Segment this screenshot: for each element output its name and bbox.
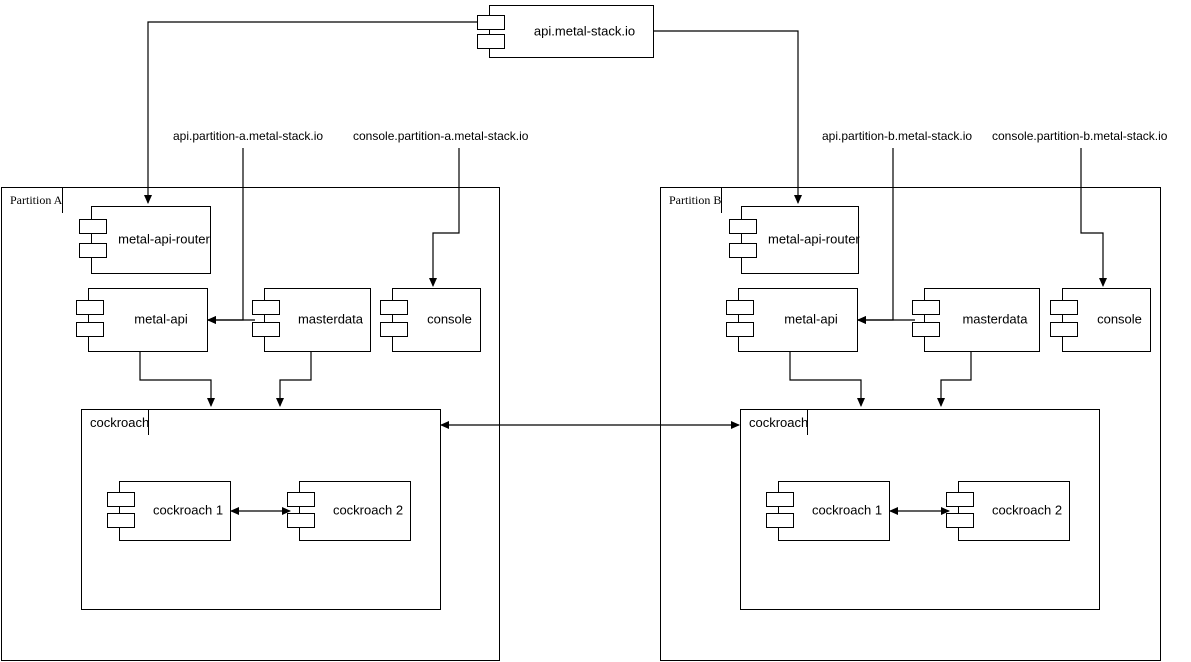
partition-a-label: Partition A	[10, 193, 63, 207]
component-label: metal-api	[784, 311, 838, 327]
wire-gateway-to-router-b	[654, 30, 802, 204]
cockroach-a-label: cockroach	[90, 415, 149, 430]
component-port-icon-bottom	[946, 513, 974, 529]
component-b-cockroach-2[interactable]: cockroach 2	[946, 481, 1070, 541]
component-label: metal-api-router	[768, 231, 860, 247]
component-port-icon-top	[912, 300, 940, 316]
endpoint-label-api-partition-b: api.partition-b.metal-stack.io	[820, 129, 975, 143]
component-port-icon-bottom	[1050, 322, 1078, 338]
component-port-icon-top	[726, 300, 754, 316]
endpoint-label-api-partition-a: api.partition-a.metal-stack.io	[171, 129, 326, 143]
component-a-cockroach-2[interactable]: cockroach 2	[287, 481, 411, 541]
component-port-icon-bottom	[912, 322, 940, 338]
component-port-icon-top	[107, 492, 135, 508]
component-label: metal-api-router	[118, 231, 210, 247]
component-port-icon-top	[380, 300, 408, 316]
cockroach-b-label: cockroach	[749, 415, 808, 430]
component-label: metal-api	[134, 311, 188, 327]
component-label: console	[427, 311, 472, 327]
endpoint-label-console-partition-a: console.partition-a.metal-stack.io	[351, 129, 531, 143]
partition-b-tab: Partition B	[660, 187, 722, 213]
component-port-icon-top	[76, 300, 104, 316]
component-label: masterdata	[297, 311, 364, 327]
component-a-masterdata[interactable]: masterdata	[252, 288, 371, 352]
component-port-icon-top	[252, 300, 280, 316]
component-api-gateway[interactable]: api.metal-stack.io	[477, 5, 654, 58]
cockroach-b-container: cockroach	[740, 409, 1100, 610]
component-label: console	[1097, 311, 1142, 327]
component-label: cockroach 2	[991, 502, 1063, 518]
component-b-metal-api[interactable]: metal-api	[726, 288, 858, 352]
component-port-icon-bottom	[76, 322, 104, 338]
component-port-icon-bottom	[380, 322, 408, 338]
cockroach-a-container: cockroach	[81, 409, 441, 610]
wire-gateway-to-router-a	[144, 21, 489, 204]
cockroach-b-tab: cockroach	[740, 409, 808, 435]
component-label: cockroach 2	[332, 502, 404, 518]
component-port-icon-bottom	[79, 242, 107, 258]
component-port-icon-top	[946, 492, 974, 508]
component-label: cockroach 1	[152, 502, 224, 518]
cockroach-a-tab: cockroach	[81, 409, 149, 435]
component-port-icon-bottom	[766, 513, 794, 529]
component-port-icon-top	[1050, 300, 1078, 316]
component-port-icon-top	[287, 492, 315, 508]
component-port-icon-top	[729, 218, 757, 234]
component-label: cockroach 1	[811, 502, 883, 518]
component-port-icon-bottom	[287, 513, 315, 529]
endpoint-label-console-partition-b: console.partition-b.metal-stack.io	[990, 129, 1170, 143]
component-port-icon-bottom	[252, 322, 280, 338]
component-label: api.metal-stack.io	[533, 23, 636, 39]
component-b-metal-api-router[interactable]: metal-api-router	[729, 206, 860, 274]
component-b-console[interactable]: console	[1050, 288, 1151, 352]
partition-a-tab: Partition A	[1, 187, 63, 213]
partition-b-label: Partition B	[669, 193, 722, 207]
component-a-console[interactable]: console	[380, 288, 481, 352]
component-port-icon-bottom	[107, 513, 135, 529]
component-port-icon-bottom	[729, 242, 757, 258]
component-a-cockroach-1[interactable]: cockroach 1	[107, 481, 231, 541]
component-label: masterdata	[962, 311, 1028, 327]
component-b-cockroach-1[interactable]: cockroach 1	[766, 481, 890, 541]
component-a-metal-api[interactable]: metal-api	[76, 288, 208, 352]
component-port-icon-top	[79, 218, 107, 234]
component-b-masterdata[interactable]: masterdata	[912, 288, 1040, 352]
component-port-icon-bottom	[726, 322, 754, 338]
component-port-icon-top	[766, 492, 794, 508]
component-a-metal-api-router[interactable]: metal-api-router	[79, 206, 211, 274]
